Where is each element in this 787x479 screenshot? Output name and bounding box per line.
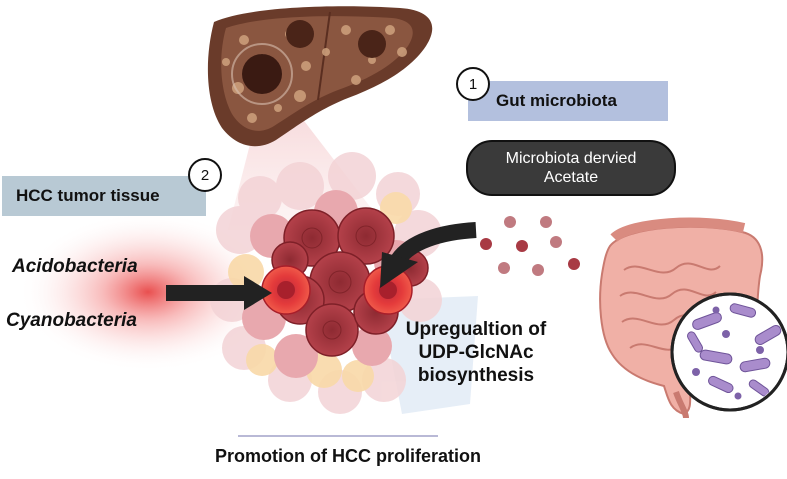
acetate-arrow — [380, 222, 477, 288]
acetate-molecules-icon — [480, 216, 580, 276]
acidobacteria-label: Acidobacteria — [12, 256, 138, 277]
upregulation-line-3: biosynthesis — [417, 365, 535, 386]
gut-microbiota-text: Gut microbiota — [496, 91, 617, 110]
diseased-liver-icon — [207, 6, 433, 147]
cyanobacteria-label: Cyanobacteria — [6, 310, 137, 331]
acetate-line-2: Acetate — [543, 169, 599, 186]
step-1-badge: 1 — [456, 67, 490, 101]
step-2-badge: 2 — [188, 158, 222, 192]
acetate-line-1: Microbiota dervied — [505, 150, 637, 167]
upregulation-line-2: UDP-GlcNAc — [418, 342, 534, 363]
step-2-number: 2 — [200, 166, 210, 184]
upregulation-text: Upregualtion of UDP-GlcNAc biosynthesis — [392, 318, 560, 387]
magnified-bacteria-icon — [670, 292, 787, 412]
gut-microbiota-label: Gut microbiota — [468, 81, 668, 121]
acetate-pill: Microbiota dervied Acetate — [466, 140, 676, 196]
upregulation-line-1: Upregualtion of — [405, 319, 547, 340]
hcc-tumor-tissue-text: HCC tumor tissue — [16, 186, 160, 205]
promotion-caption: Promotion of HCC proliferation — [215, 446, 481, 466]
hcc-tumor-tissue-label: HCC tumor tissue — [2, 176, 206, 216]
step-1-number: 1 — [468, 75, 478, 93]
bacteria-arrow — [166, 276, 272, 310]
bacteria-glow — [18, 212, 278, 372]
